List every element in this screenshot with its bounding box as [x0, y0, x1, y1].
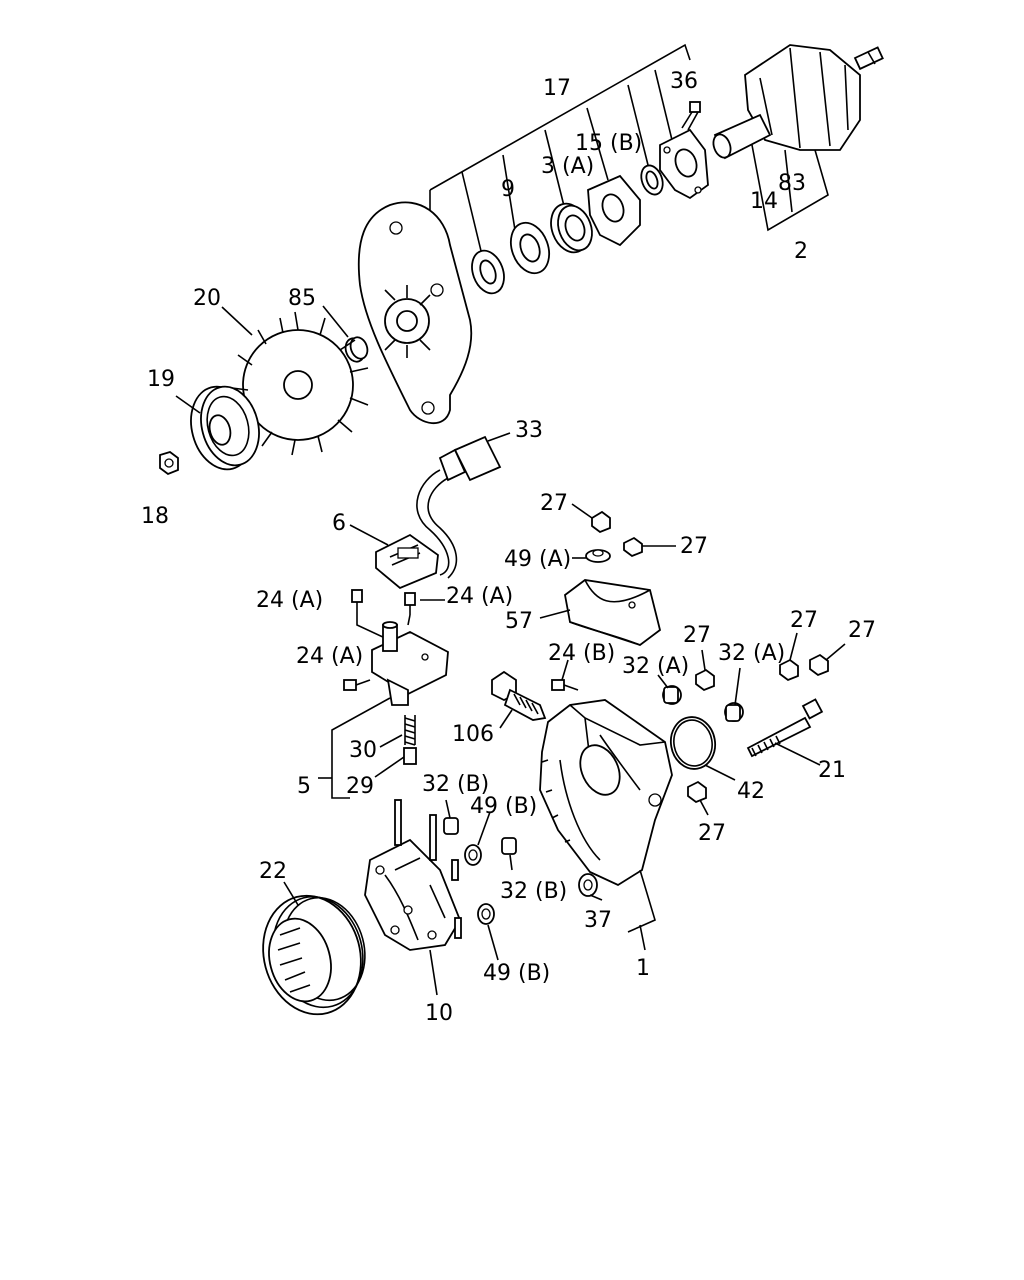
brush-holder [371, 621, 449, 706]
housing-1-bracket [627, 869, 656, 951]
label-6: 6 [332, 511, 346, 536]
label-42: 42 [737, 779, 765, 804]
callout-labels: 1 2 3 (A) 5 6 9 10 14 15 (B) 17 18 19 20… [141, 69, 876, 1026]
screw-36 [681, 101, 701, 131]
rotor-assembly [712, 44, 884, 160]
through-bolt-21 [746, 698, 824, 758]
rectifier-10 [364, 799, 462, 951]
terminal-bolt-106 [491, 670, 547, 721]
collar-85 [344, 336, 369, 363]
harness-connector-33 [416, 435, 502, 579]
nuts-27-right [687, 653, 829, 804]
label-24a-2: 24 (A) [446, 584, 513, 609]
stator-22 [262, 894, 366, 1016]
screws-24a [343, 589, 416, 691]
label-24a-1: 24 (A) [256, 588, 323, 613]
label-32a-2: 32 (A) [718, 641, 785, 666]
bolt-24b [551, 679, 579, 691]
ic-regulator-6 [375, 533, 439, 590]
label-24a-3: 24 (A) [296, 644, 363, 669]
bushings-32b-and-spacers-49b [443, 817, 517, 925]
label-83: 83 [778, 171, 806, 196]
label-18: 18 [141, 504, 169, 529]
label-3a: 3 (A) [541, 154, 594, 179]
label-24b: 24 (B) [548, 641, 615, 666]
label-27-b: 27 [680, 534, 708, 559]
bearing-retainer-9 [509, 221, 551, 275]
bearing-3a [550, 202, 593, 254]
label-27-d: 27 [790, 608, 818, 633]
bearing-cover-15b [587, 174, 641, 247]
rotor-2-bracket-lines [751, 144, 829, 232]
label-19: 19 [147, 367, 175, 392]
label-15b: 15 (B) [575, 131, 642, 156]
label-10: 10 [425, 1001, 453, 1026]
label-29: 29 [346, 774, 374, 799]
nuts-27-top [585, 510, 643, 563]
label-21: 21 [818, 758, 846, 783]
spring-30 [404, 715, 416, 746]
nut-18 [159, 451, 179, 476]
label-5: 5 [297, 774, 311, 799]
label-27-f: 27 [698, 821, 726, 846]
front-housing [357, 201, 473, 425]
label-33: 33 [515, 418, 543, 443]
label-49b-2: 49 (B) [483, 961, 550, 986]
washer-ring [640, 164, 664, 196]
label-32b-1: 32 (B) [422, 772, 489, 797]
label-49b-1: 49 (B) [470, 794, 537, 819]
label-27-a: 27 [540, 491, 568, 516]
label-17: 17 [543, 76, 571, 101]
bracket-17-group-lines [429, 43, 691, 275]
label-57: 57 [505, 609, 533, 634]
spacer-ring [471, 249, 505, 295]
label-30: 30 [349, 738, 377, 763]
label-1: 1 [636, 956, 650, 981]
label-9: 9 [501, 177, 515, 202]
label-14: 14 [750, 189, 778, 214]
label-27-c: 27 [683, 623, 711, 648]
label-37: 37 [584, 908, 612, 933]
brush-holder-5-bracket [318, 697, 391, 799]
rear-housing-1 [539, 699, 673, 887]
label-36: 36 [670, 69, 698, 94]
fan-20 [231, 311, 369, 456]
o-ring-42 [669, 716, 717, 770]
label-22: 22 [259, 859, 287, 884]
rear-cover-57 [564, 579, 662, 647]
label-32a-1: 32 (A) [622, 654, 689, 679]
label-27-e: 27 [848, 618, 876, 643]
bushings-32a [662, 685, 744, 722]
grommet-37 [578, 873, 598, 897]
label-85: 85 [288, 286, 316, 311]
brush-29 [403, 747, 417, 765]
label-32b-2: 32 (B) [500, 879, 567, 904]
label-2: 2 [794, 239, 808, 264]
bearing-plate [659, 128, 709, 200]
label-20: 20 [193, 286, 221, 311]
pulley-19 [190, 385, 260, 471]
label-49a: 49 (A) [504, 547, 571, 572]
label-106: 106 [452, 722, 494, 747]
